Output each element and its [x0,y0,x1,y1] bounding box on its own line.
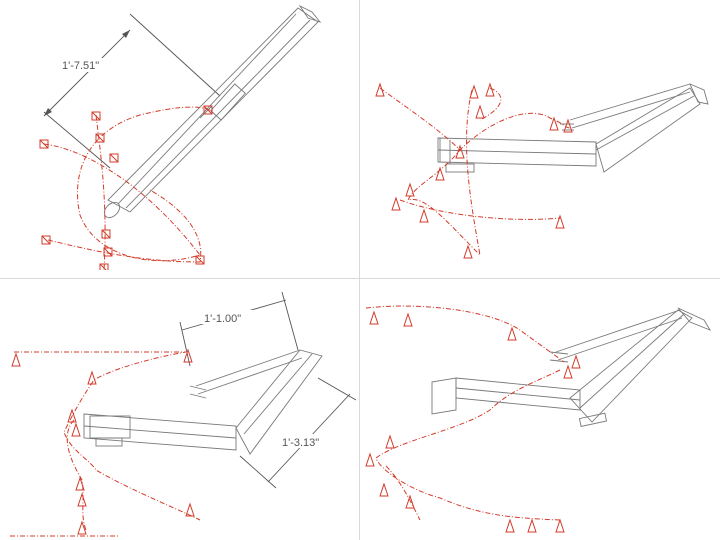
cone-target-icon [185,502,195,517]
square-target-icon [203,105,213,115]
view-bottom-right-drawing [365,305,712,533]
cone-target-icon [571,354,581,369]
view-bottom-left: 1'-1.00" 1'-3.13" [0,270,360,540]
dimension-label-bottom-left-upper: 1'-1.00" [204,313,241,325]
dimension-label-bottom-left-lower: 1'-3.13" [282,437,319,449]
cone-target-icon [71,422,81,437]
square-target-icon [195,255,205,265]
cone-target-icon [375,82,385,97]
cone-target-icon [469,84,479,99]
cone-target-icon [507,326,517,341]
cone-markers-top-left [39,105,213,270]
view-top-right [360,0,720,270]
cone-target-icon [463,244,473,259]
cone-target-icon [403,312,413,327]
view-top-right-drawing [375,82,709,259]
dimension-bottom-left-lower: 1'-3.13" [239,377,357,489]
cone-target-icon [419,208,429,223]
cone-target-icon [365,452,375,467]
dimension-top-left: 1'-7.51" [43,13,221,169]
tool-path-bottom-right [365,305,565,521]
cone-target-icon [75,476,85,491]
vertical-divider [359,0,360,540]
cone-target-icon [475,104,485,119]
view-top-left-drawing: 1'-7.51" [39,4,322,270]
square-target-icon [101,229,111,239]
cone-target-icon [555,214,565,229]
cone-markers-top-right [375,82,573,259]
cone-target-icon [391,196,401,211]
cone-target-icon [77,492,87,507]
cone-markers-bottom-left [11,348,195,535]
square-target-icon [39,139,49,149]
cone-target-icon [379,482,389,497]
cone-target-icon [11,352,21,367]
square-target-icon [99,263,109,270]
horizontal-divider [0,278,720,279]
cone-target-icon [87,370,97,385]
tool-path-top-right [379,87,571,257]
arm-body-bottom-left [83,349,323,455]
cone-target-icon [385,434,395,449]
view-bottom-right [360,270,720,540]
square-target-icon [41,235,51,245]
dimension-bottom-left-upper: 1'-1.00" [179,291,299,367]
square-target-icon [91,111,101,121]
view-top-left: 1'-7.51" [0,0,360,270]
square-target-icon [109,153,119,163]
arm-body-top-right [437,83,709,173]
cone-target-icon [405,182,415,197]
cone-target-icon [563,364,573,379]
cone-target-icon [183,348,193,363]
cone-target-icon [549,116,559,131]
cone-target-icon [455,144,465,159]
tool-path-bottom-left [10,351,201,537]
cone-target-icon [527,518,537,533]
cone-target-icon [435,166,445,181]
square-target-icon [95,133,105,143]
cone-target-icon [485,82,495,97]
arm-body-bottom-right [431,307,712,427]
dimension-label-top-left: 1'-7.51" [62,60,99,72]
cone-target-icon [405,494,415,509]
cone-target-icon [369,310,379,325]
cone-target-icon [67,408,77,423]
tool-path-top-left [43,106,213,270]
cone-target-icon [505,518,515,533]
square-target-icon [103,247,113,257]
view-bottom-left-drawing: 1'-1.00" 1'-3.13" [10,291,357,537]
cone-markers-bottom-right [365,310,581,533]
cone-target-icon [555,518,565,533]
cone-target-icon [77,520,87,535]
cone-target-icon [563,118,573,133]
